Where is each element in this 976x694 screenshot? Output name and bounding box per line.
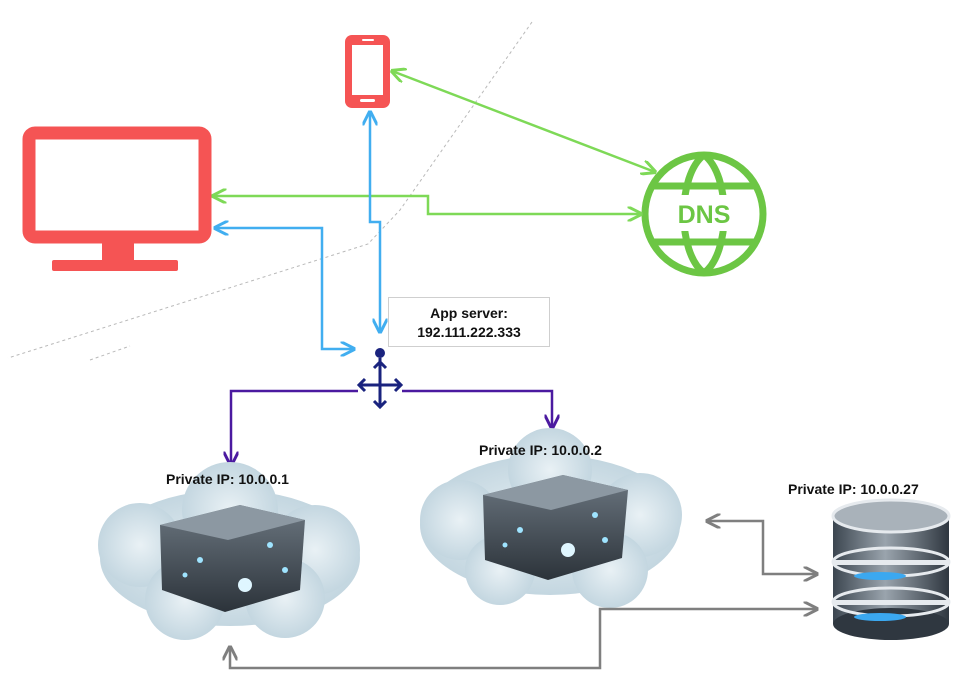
database-icon[interactable] [831,498,951,640]
server-1-icon[interactable] [98,462,360,640]
monitor-icon[interactable] [22,126,212,271]
dashed-boundary-line-2 [89,345,131,361]
database-label: Private IP: 10.0.0.27 [788,481,919,497]
router-server2-link [402,389,552,428]
server1-db-link [230,609,817,670]
monitor-router-link [215,228,354,349]
app-server-label-box: App server: 192.111.222.333 [388,297,550,347]
dns-label-bg [655,195,753,231]
app-server-title: App server: [430,305,508,321]
app-server-ip: 192.111.222.333 [417,324,521,340]
phone-icon[interactable] [345,35,390,108]
server-1-label: Private IP: 10.0.0.1 [166,471,289,487]
router-server1-link [231,389,358,465]
dns-label: DNS [678,201,731,229]
server-2-icon[interactable] [420,428,682,608]
server-2-label: Private IP: 10.0.0.2 [479,442,602,458]
phone-dns-link [392,71,655,172]
monitor-dns-link [213,196,641,214]
server2-db-link [707,521,817,574]
phone-router-link [370,112,380,332]
router-icon[interactable] [356,348,404,410]
